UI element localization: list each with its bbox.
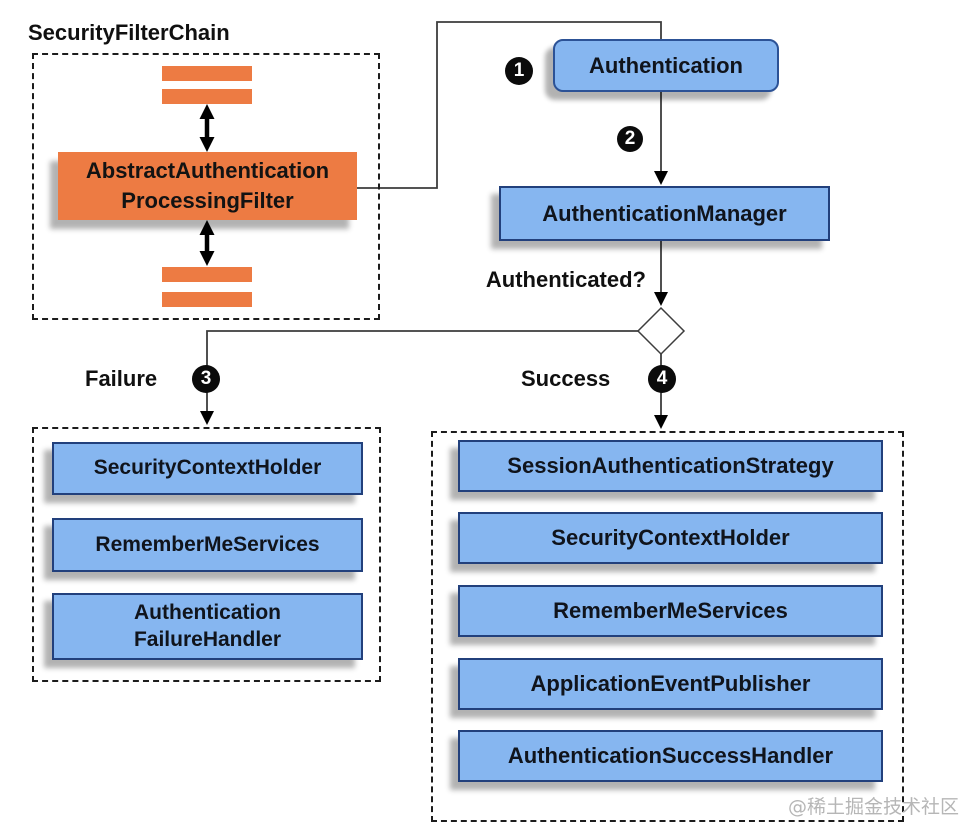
decision-diamond-icon [636,306,686,356]
authentication-manager-node: AuthenticationManager [499,186,830,241]
step-2-badge: 2 [617,126,643,152]
chain-double-arrow-bottom-down-icon [199,251,215,266]
filter-label-line1: AbstractAuthentication [85,158,330,184]
application-event-publisher-node: ApplicationEventPublisher [458,658,883,710]
success-box-2-label: SecurityContextHolder [551,525,790,551]
authentication-manager-label: AuthenticationManager [542,200,787,226]
failure-box-2-label: RememberMeServices [95,532,320,556]
authentication-failure-handler-node: Authentication FailureHandler [52,593,363,660]
authenticated-question-label: Authenticated? [485,267,646,292]
filter-label-line2: ProcessingFilter [121,188,294,213]
step-1-badge: 1 [505,57,533,85]
failure-handlers-container [32,427,381,682]
abstract-authentication-processing-filter-node: AbstractAuthentication ProcessingFilter [58,152,357,220]
filter-bar-bottom-1 [162,267,252,282]
chain-double-arrow-top-up-icon [199,104,215,119]
failure-label: Failure [85,366,158,391]
watermark-text: @稀土掘金技术社区 [788,796,960,818]
chain-double-arrow-bottom-up-icon [199,220,215,235]
failure-security-context-holder-node: SecurityContextHolder [52,442,363,495]
step-4-number: 4 [656,368,668,389]
success-handlers-container [431,431,904,822]
arrowhead-success-icon [654,415,668,429]
authentication-success-handler-node: AuthenticationSuccessHandler [458,730,883,782]
failure-box-3-label-line1: Authentication [134,601,281,625]
arrowhead-failure-icon [200,411,214,425]
step-2-number: 2 [624,128,636,149]
success-box-5-label: AuthenticationSuccessHandler [507,743,834,769]
failure-box-3-label-line2: FailureHandler [133,627,282,651]
success-remember-me-services-node: RememberMeServices [458,585,883,637]
authentication-node: Authentication [553,39,779,92]
arrowhead-to-decision-icon [654,292,668,306]
security-filter-chain-container [32,53,380,320]
success-box-3-label: RememberMeServices [553,598,788,624]
failure-box-1-label: SecurityContextHolder [93,456,322,480]
arrowhead-to-manager-icon [654,171,668,185]
filter-to-authentication-connector [357,21,662,189]
chain-double-arrow-top-down-icon [199,137,215,152]
filter-bar-top-1 [162,66,252,81]
success-box-4-label: ApplicationEventPublisher [530,671,811,697]
step-4-badge: 4 [648,365,676,393]
success-box-1-label: SessionAuthenticationStrategy [507,453,834,479]
failure-remember-me-services-node: RememberMeServices [52,518,363,572]
authentication-label: Authentication [589,52,743,78]
success-security-context-holder-node: SecurityContextHolder [458,512,883,564]
step-3-badge: 3 [192,365,220,393]
filter-bar-top-2 [162,89,252,104]
step-1-number: 1 [513,60,525,81]
security-filter-chain-title: SecurityFilterChain [28,20,230,45]
session-authentication-strategy-node: SessionAuthenticationStrategy [458,440,883,492]
filter-bar-bottom-2 [162,292,252,307]
step-3-number: 3 [200,368,212,389]
success-label: Success [521,366,611,391]
